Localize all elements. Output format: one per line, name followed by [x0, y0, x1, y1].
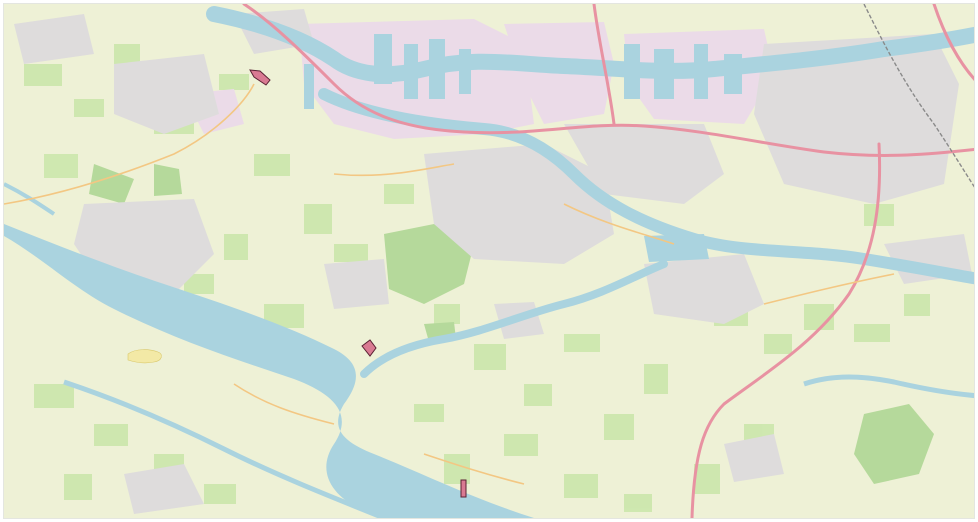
river-spui	[360, 260, 668, 378]
sandbank	[127, 349, 162, 364]
map-view[interactable]	[4, 4, 974, 518]
marina	[644, 234, 709, 262]
secondary-channel	[63, 379, 385, 518]
primary-roads	[4, 83, 895, 485]
parcel-marker-south[interactable]	[460, 479, 467, 498]
estuary	[4, 224, 534, 518]
harbour-basins	[304, 34, 742, 109]
parcel-marker-middle[interactable]	[361, 339, 377, 357]
highway	[242, 4, 974, 518]
parcel-marker-north[interactable]	[249, 69, 271, 86]
railway	[863, 4, 974, 188]
river	[206, 6, 974, 83]
map-canvas[interactable]	[4, 4, 974, 518]
forest-areas	[89, 164, 934, 484]
parcel-markers	[249, 69, 467, 498]
canal-east	[803, 374, 974, 399]
